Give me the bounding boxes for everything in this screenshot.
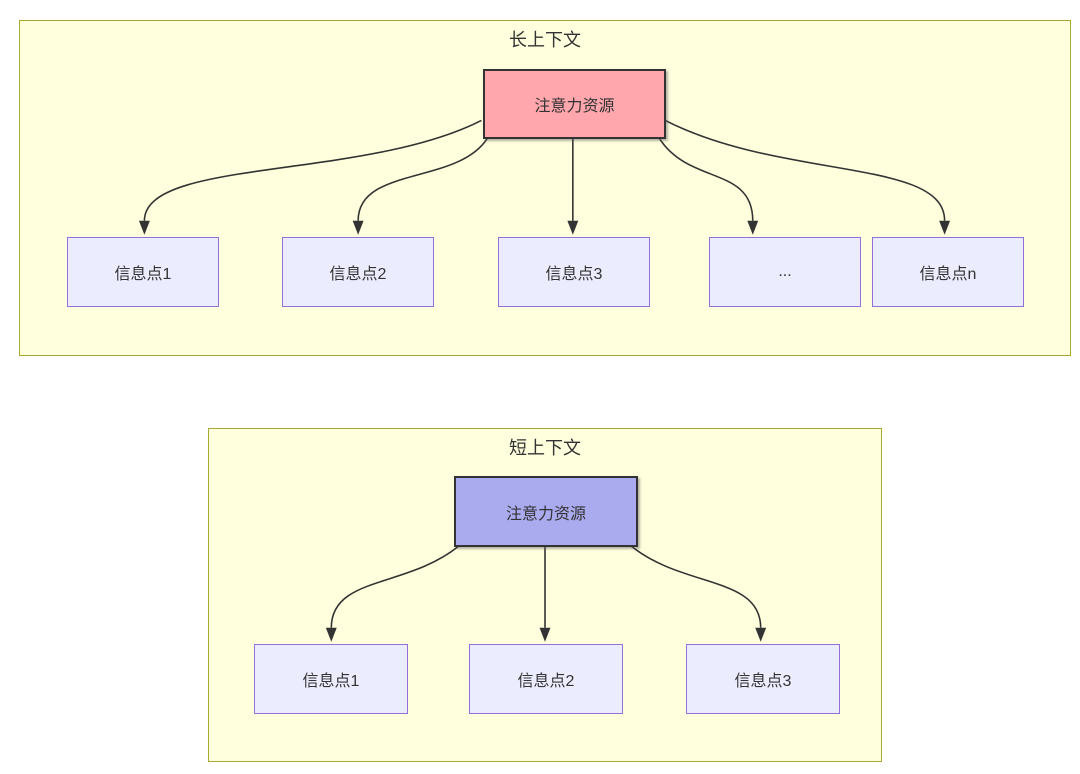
info-node-long-3: 信息点3 xyxy=(498,237,650,307)
info-node-long-2: 信息点2 xyxy=(282,237,434,307)
arrow-connector xyxy=(330,545,460,628)
arrowhead-icon xyxy=(747,220,759,235)
arrow-connector xyxy=(664,119,946,221)
arrowhead-icon xyxy=(755,627,767,642)
arrow-connector xyxy=(357,137,489,221)
info-node-short-2: 信息点2 xyxy=(469,644,623,714)
arrow-connector xyxy=(143,119,482,221)
arrowhead-icon xyxy=(539,627,551,642)
arrowhead-icon xyxy=(325,627,337,642)
arrowhead-icon xyxy=(352,220,364,235)
info-node-long-1: 信息点1 xyxy=(67,237,219,307)
arrow-connector xyxy=(658,137,754,221)
arrowhead-icon xyxy=(567,220,579,235)
subgraph-short-title: 短上下文 xyxy=(509,438,581,458)
subgraph-long-context: 长上下文 注意力资源 信息点1 信息点2 信息点3 ... 信息点n xyxy=(19,20,1071,356)
arrow-connector xyxy=(630,545,762,628)
subgraph-long-title: 长上下文 xyxy=(509,30,581,50)
arrowhead-icon xyxy=(138,220,150,235)
attention-node-short: 注意力资源 xyxy=(454,476,638,547)
info-node-long-ellipsis: ... xyxy=(709,237,861,307)
arrowhead-icon xyxy=(939,220,951,235)
info-node-long-n: 信息点n xyxy=(872,237,1024,307)
attention-node-long: 注意力资源 xyxy=(483,69,666,139)
info-node-short-3: 信息点3 xyxy=(686,644,840,714)
info-node-short-1: 信息点1 xyxy=(254,644,408,714)
subgraph-short-context: 短上下文 注意力资源 信息点1 信息点2 信息点3 xyxy=(208,428,882,762)
